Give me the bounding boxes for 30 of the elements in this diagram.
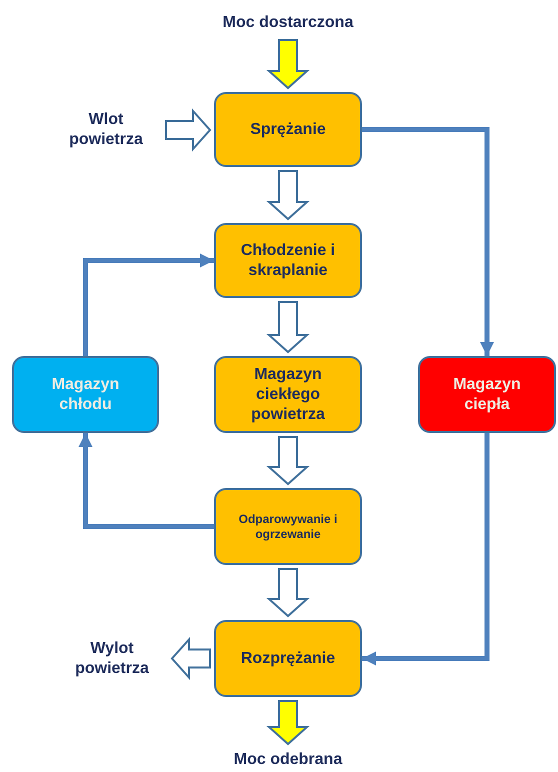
block-arrow [266,170,310,220]
block-arrow [266,39,310,90]
box-label: Magazyn chłodu [50,374,120,414]
box-label: Chłodzenie i skraplanie [240,240,336,280]
flow-label: Moc odebrana [234,750,342,770]
block-arrow [266,436,310,486]
box-label: Rozprężanie [240,648,336,668]
flow-label: Wylot powietrza [74,639,150,679]
arrow [362,127,494,356]
block-arrow [165,108,212,152]
block-arrow [266,700,310,746]
flow-label: Wlot powietrza [68,110,144,150]
box-label: Magazyn ciekłego powietrza [250,364,326,424]
box-label: Magazyn ciepła [452,374,522,414]
process-box [214,488,362,565]
process-box [418,356,556,433]
block-arrow [170,636,211,680]
arrow [78,433,214,529]
arrow [362,433,490,666]
arrow [83,254,214,356]
box-label: Odparowywanie i ogrzewanie [238,512,338,542]
box-label: Sprężanie [250,120,326,140]
process-box [12,356,159,433]
process-box [214,92,362,167]
block-arrow [266,301,310,354]
process-box [214,620,362,697]
process-box [214,356,362,433]
block-arrow [266,568,310,618]
flow-label: Moc dostarczona [222,13,354,33]
process-box [214,223,362,298]
